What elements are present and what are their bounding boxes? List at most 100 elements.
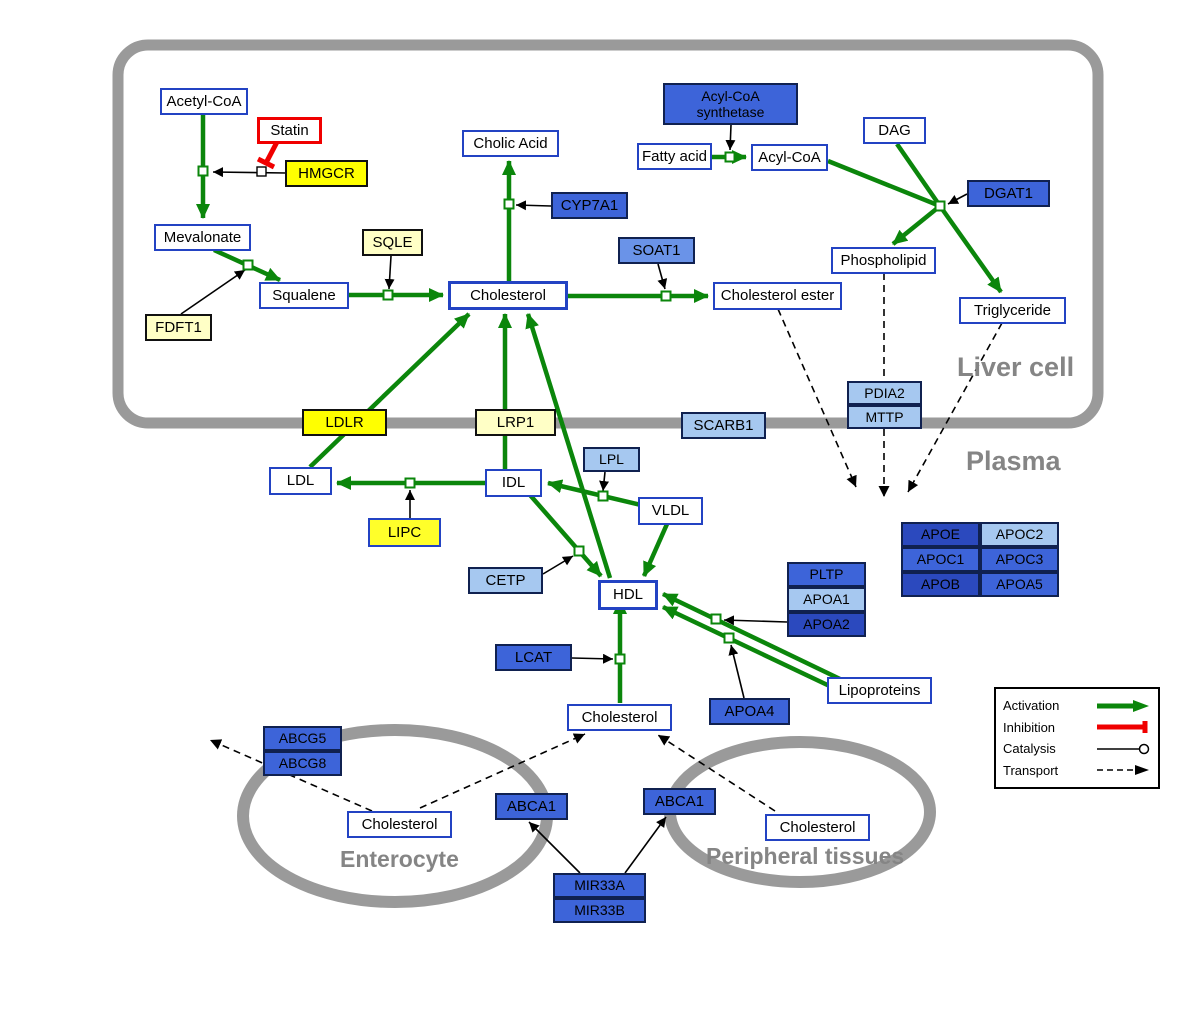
edge-lpl-cat xyxy=(599,471,610,492)
edge-mir33-abca1-left xyxy=(528,821,581,874)
reaction-nodes xyxy=(197,151,946,665)
node-lpl[interactable]: LPL xyxy=(583,447,640,472)
node-squalene[interactable]: Squalene xyxy=(259,282,349,309)
node-abca1-enterocyte[interactable]: ABCA1 xyxy=(495,793,568,820)
liver-cell-label: Liver cell xyxy=(957,352,1075,382)
node-pltp[interactable]: PLTP xyxy=(787,562,866,587)
activation-arrow-icon xyxy=(1097,699,1149,712)
edge-triglyceride-plasma xyxy=(907,322,1003,493)
catalysis-anchor-square xyxy=(256,166,267,177)
legend-transport-label: Transport xyxy=(1003,762,1059,778)
node-mevalonate[interactable]: Mevalonate xyxy=(154,224,251,251)
edge-lcat-cat xyxy=(571,653,614,664)
node-abca1-peripheral[interactable]: ABCA1 xyxy=(643,788,716,815)
catalysis-edges xyxy=(180,124,968,874)
edge-ldl-cholesterol-via-ldlr xyxy=(308,312,471,469)
node-cholesterol-ester[interactable]: Cholesterol ester xyxy=(713,282,842,310)
edge-hdl-cholesterol xyxy=(525,313,613,579)
edge-dgat1-cat xyxy=(947,193,968,205)
node-fdft1[interactable]: FDFT1 xyxy=(145,314,212,341)
edge-lipoproteins-hdl-2 xyxy=(662,604,839,693)
node-acyl-coa[interactable]: Acyl-CoA xyxy=(751,144,828,171)
edge-lipoproteins-hdl-1 xyxy=(662,591,841,682)
node-phospholipid[interactable]: Phospholipid xyxy=(831,247,936,274)
edge-dag-junction xyxy=(895,142,942,208)
edge-cetp-cat xyxy=(542,555,574,575)
edge-cholesterolester-plasma xyxy=(777,308,857,488)
edge-soat1-cat xyxy=(657,263,668,290)
node-apoa2[interactable]: APOA2 xyxy=(787,612,866,637)
node-apoe[interactable]: APOE xyxy=(901,522,980,547)
node-triglyceride[interactable]: Triglyceride xyxy=(959,297,1066,324)
node-hmgcr[interactable]: HMGCR xyxy=(285,160,368,187)
edge-hmgcr-cat xyxy=(212,167,287,178)
edge-apoa4-cat xyxy=(728,644,745,699)
legend-inhibition-label: Inhibition xyxy=(1003,719,1056,735)
node-mir33b[interactable]: MIR33B xyxy=(553,898,646,923)
node-acyl-coa-synthetase[interactable]: Acyl-CoA synthetase xyxy=(663,83,798,125)
edge-apoa-stack-cat xyxy=(723,615,788,626)
node-ldl[interactable]: LDL xyxy=(269,467,332,495)
node-apoc1[interactable]: APOC1 xyxy=(901,547,980,572)
legend-row-activation: Activation xyxy=(1003,698,1151,713)
node-dag[interactable]: DAG xyxy=(863,117,926,144)
node-cholesterol-liver[interactable]: Cholesterol xyxy=(448,281,568,310)
liver-cell-membrane xyxy=(112,39,1104,429)
edge-vldl-idl xyxy=(547,479,642,508)
node-vldl[interactable]: VLDL xyxy=(638,497,703,525)
node-cetp[interactable]: CETP xyxy=(468,567,543,594)
node-cyp7a1[interactable]: CYP7A1 xyxy=(551,192,628,219)
node-mir33a[interactable]: MIR33A xyxy=(553,873,646,898)
node-statin[interactable]: Statin xyxy=(257,117,322,144)
node-acetyl-coa[interactable]: Acetyl-CoA xyxy=(160,88,248,115)
legend-row-inhibition: Inhibition xyxy=(1003,720,1151,735)
edge-acylcoasynthetase-cat xyxy=(725,124,736,151)
node-fatty-acid[interactable]: Fatty acid xyxy=(637,143,712,170)
node-ldlr[interactable]: LDLR xyxy=(302,409,387,436)
legend-row-transport: Transport xyxy=(1003,763,1151,778)
node-cholesterol-enterocyte[interactable]: Cholesterol xyxy=(347,811,452,838)
node-apoc2[interactable]: APOC2 xyxy=(980,522,1059,547)
edge-cyp7a1-cat xyxy=(515,200,552,211)
node-apoa5[interactable]: APOA5 xyxy=(980,572,1059,597)
edge-mir33-abca1-right xyxy=(624,816,667,874)
node-cholesterol-plasma[interactable]: Cholesterol xyxy=(567,704,672,731)
inhibition-tbar-icon xyxy=(1097,721,1148,734)
peripheral-tissues-label: Peripheral tissues xyxy=(706,843,905,869)
legend: Activation Inhibition Catalysis Transpor… xyxy=(994,687,1160,789)
node-cholesterol-peripheral[interactable]: Cholesterol xyxy=(765,814,870,841)
node-lcat[interactable]: LCAT xyxy=(495,644,572,671)
node-abcg8[interactable]: ABCG8 xyxy=(263,751,342,776)
node-scarb1[interactable]: SCARB1 xyxy=(681,412,766,439)
legend-catalysis-label: Catalysis xyxy=(1003,741,1056,757)
node-idl[interactable]: IDL xyxy=(485,469,542,497)
edge-fdft1-cat xyxy=(180,269,246,315)
node-sqle[interactable]: SQLE xyxy=(362,229,423,256)
node-apoa1[interactable]: APOA1 xyxy=(787,587,866,612)
node-mttp[interactable]: MTTP xyxy=(847,405,922,429)
node-cholic-acid[interactable]: Cholic Acid xyxy=(462,130,559,157)
node-soat1[interactable]: SOAT1 xyxy=(618,237,695,264)
node-pdia2[interactable]: PDIA2 xyxy=(847,381,922,405)
node-lipc[interactable]: LIPC xyxy=(368,518,441,547)
legend-activation-label: Activation xyxy=(1003,698,1060,714)
transport-dashed-arrow-icon xyxy=(1097,765,1149,776)
edge-junction-triglyceride xyxy=(938,204,1003,294)
node-lipoproteins[interactable]: Lipoproteins xyxy=(827,677,932,704)
edge-idl-hdl xyxy=(528,493,603,578)
edge-acylcoa-junction xyxy=(827,158,941,209)
edge-junction-phospholipid xyxy=(891,204,942,246)
edge-sqle-cat xyxy=(384,255,395,290)
inhibition-edge-statin xyxy=(256,140,280,170)
plasma-label: Plasma xyxy=(966,446,1061,476)
node-dgat1[interactable]: DGAT1 xyxy=(967,180,1050,207)
node-apob[interactable]: APOB xyxy=(901,572,980,597)
node-lrp1[interactable]: LRP1 xyxy=(475,409,556,436)
node-hdl[interactable]: HDL xyxy=(598,580,658,610)
node-apoa4[interactable]: APOA4 xyxy=(709,698,790,725)
legend-row-catalysis: Catalysis xyxy=(1003,741,1151,756)
node-abcg5[interactable]: ABCG5 xyxy=(263,726,342,751)
node-apoc3[interactable]: APOC3 xyxy=(980,547,1059,572)
